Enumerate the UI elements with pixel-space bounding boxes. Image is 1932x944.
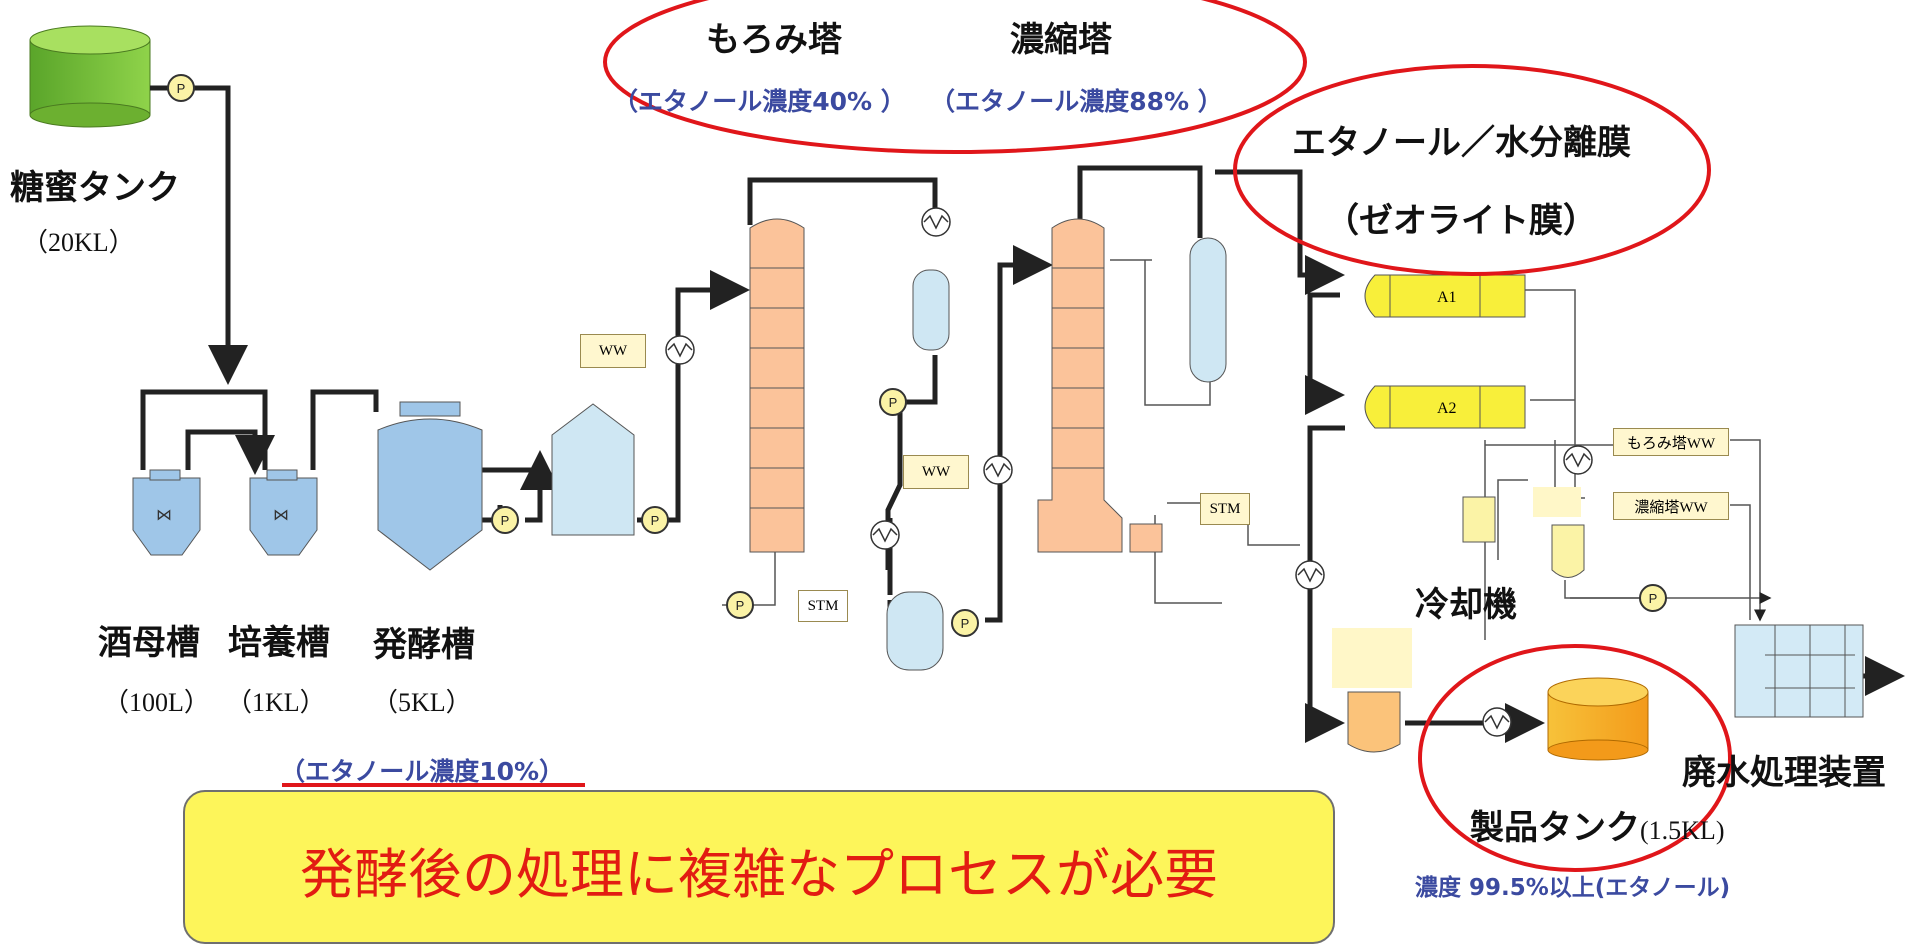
bottoms-drum <box>886 591 944 671</box>
pump-icon <box>167 74 1667 637</box>
stm-box-concentrator: STM <box>1200 493 1250 525</box>
ww-box-mash: WW <box>580 334 646 368</box>
svg-text:P: P <box>501 513 510 528</box>
cooler-receiver <box>1551 524 1585 578</box>
product-receiver <box>1347 691 1401 753</box>
fermentation-concentration: （エタノール濃度10%） <box>280 757 565 786</box>
culture-tank: ⋈ <box>249 469 318 556</box>
heat-exchanger-icon <box>665 207 1593 737</box>
membrane-a1-label: A1 <box>1437 289 1457 306</box>
product-tank-capacity: (1.5KL) <box>1640 816 1725 845</box>
product-tank-label: 製品タンク <box>1470 808 1640 848</box>
mash-ww-box: もろみ塔WW <box>1613 428 1729 456</box>
mash-column-label: もろみ塔 <box>706 20 842 60</box>
yeast-tank: ⋈ <box>132 469 201 556</box>
settling-tank <box>551 403 635 536</box>
svg-text:P: P <box>889 395 898 410</box>
svg-text:P: P <box>961 616 970 631</box>
membrane-a2-label: A2 <box>1437 400 1457 417</box>
mash-column <box>749 218 805 553</box>
reflux-drum-1 <box>912 269 950 351</box>
product-tank-label-row: 製品タンク(1.5KL) <box>1470 800 1724 849</box>
cooler-unit-2 <box>1533 487 1581 517</box>
concentrator-concentration: （エタノール濃度88% ） <box>930 87 1223 116</box>
svg-text:P: P <box>651 513 660 528</box>
svg-text:⋈: ⋈ <box>273 505 289 524</box>
mash-concentration: （エタノール濃度40% ） <box>613 87 906 116</box>
culture-tank-capacity: （1KL） <box>226 688 326 717</box>
wastewater-treatment-unit <box>1734 624 1864 718</box>
reflux-drum-2 <box>1189 237 1227 383</box>
yeast-tank-capacity: （100L） <box>103 688 210 717</box>
flow-svg: ⋈ ⋈ <box>29 0 1905 872</box>
yeast-tank-label: 酒母槽 <box>98 623 200 663</box>
highlight-ellipses <box>603 0 1732 872</box>
culture-tank-label: 培養槽 <box>228 623 330 663</box>
callout-text: 発酵後の処理に複雑なプロセスが必要 <box>300 843 1218 906</box>
concentrator-label: 濃縮塔 <box>1010 20 1112 60</box>
concentrator-column <box>1037 218 1163 553</box>
cooler-label: 冷却機 <box>1415 585 1517 625</box>
membrane-title: エタノール／水分離膜 <box>1292 123 1631 163</box>
callout-box: 発酵後の処理に複雑なプロセスが必要 <box>183 790 1335 944</box>
concentrator-ww-box: 濃縮塔WW <box>1613 492 1729 520</box>
svg-text:P: P <box>736 598 745 613</box>
stm-box-mash: STM <box>798 590 848 622</box>
molasses-tank <box>29 25 151 128</box>
product-concentration: 濃度 99.5%以上(エタノール) <box>1415 875 1731 901</box>
cooler-unit-1 <box>1462 496 1496 543</box>
fermentation-tank-label: 発酵槽 <box>373 625 475 665</box>
process-flow-diagram: ⋈ ⋈ <box>10 0 1905 944</box>
wastewater-label: 廃水処理装置 <box>1682 753 1886 793</box>
molasses-tank-capacity: （20KL） <box>22 228 135 257</box>
svg-text:P: P <box>1649 591 1658 606</box>
membrane-a1 <box>1364 274 1526 318</box>
svg-text:⋈: ⋈ <box>156 505 172 524</box>
molasses-tank-label: 糖蜜タンク <box>10 168 180 208</box>
product-feed-block <box>1332 628 1412 688</box>
ww-box-concentrator: WW <box>903 455 969 489</box>
svg-text:P: P <box>177 81 186 96</box>
fermentation-tank-capacity: （5KL） <box>372 688 472 717</box>
product-tank <box>1547 677 1649 761</box>
membrane-subtitle: （ゼオライト膜） <box>1325 201 1597 241</box>
fermentation-tank <box>377 401 483 571</box>
membrane-a2 <box>1364 385 1526 429</box>
